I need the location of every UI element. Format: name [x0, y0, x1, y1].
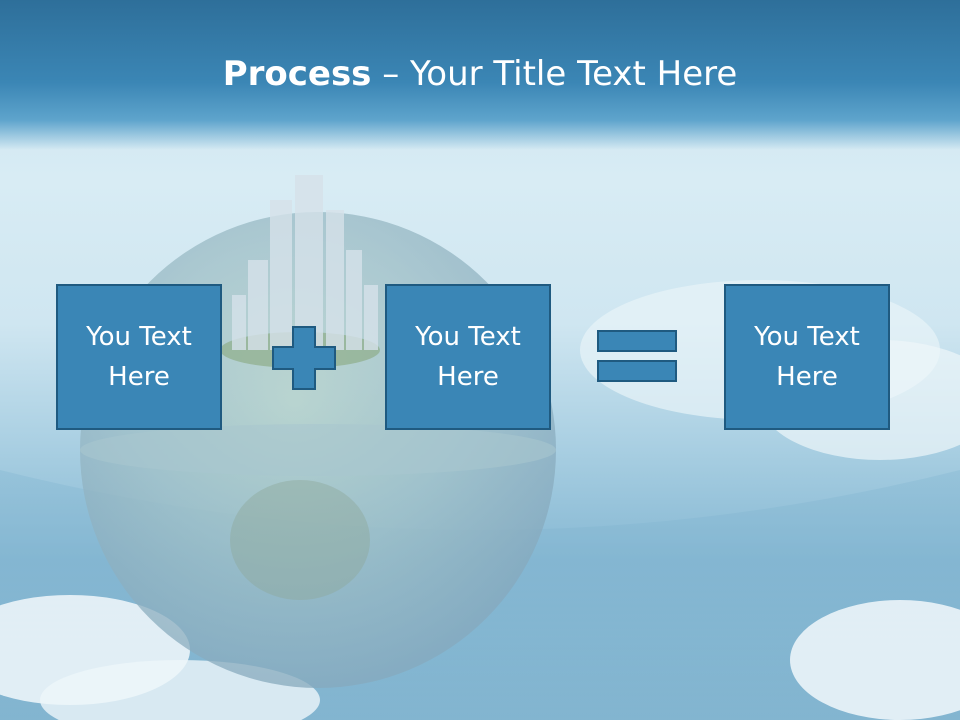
slide-title[interactable]: Process – Your Title Text Here	[0, 52, 960, 96]
plus-icon	[272, 326, 336, 390]
title-band	[0, 0, 960, 150]
equals-icon	[597, 330, 677, 382]
process-box-1[interactable]: You Text Here	[56, 284, 222, 430]
process-box-3[interactable]: You Text Here	[724, 284, 890, 430]
process-box-2-text: You Text Here	[415, 322, 521, 392]
process-box-2[interactable]: You Text Here	[385, 284, 551, 430]
title-bold-part: Process	[222, 54, 372, 94]
process-box-3-text: You Text Here	[754, 322, 860, 392]
process-box-1-text: You Text Here	[86, 322, 192, 392]
title-rest-part: – Your Title Text Here	[371, 54, 738, 94]
